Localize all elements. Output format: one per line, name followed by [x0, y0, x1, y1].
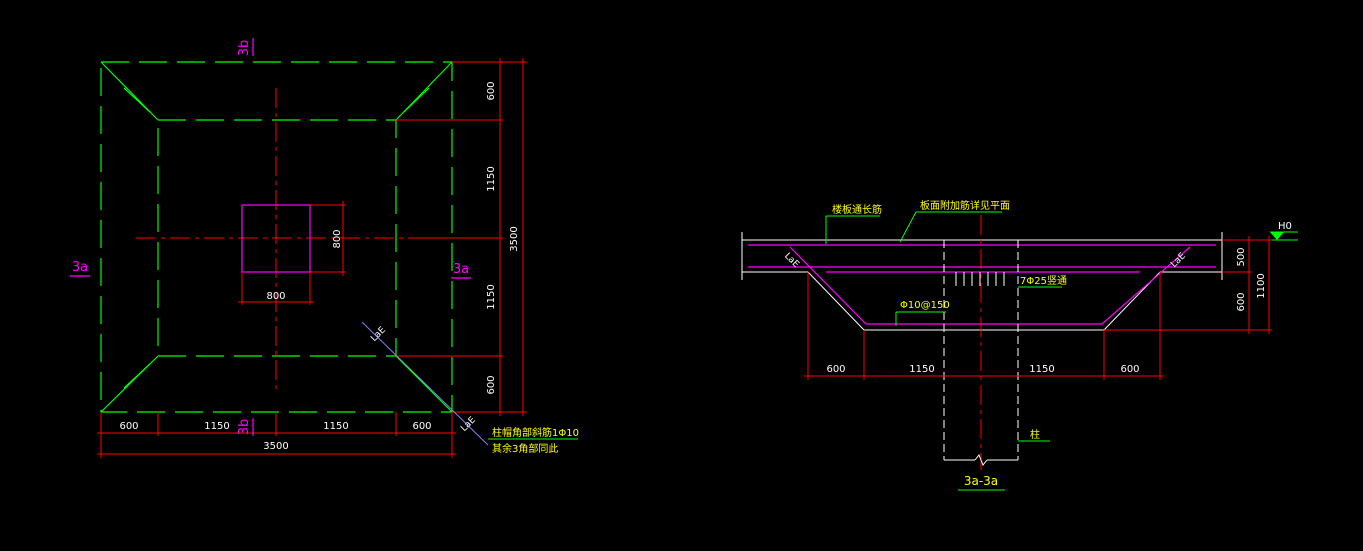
plan-diagonal-leader: [361, 321, 489, 446]
section-dim-right-1: 500: [1236, 247, 1247, 266]
section-dim-bottom-1: 600: [826, 364, 845, 375]
plan-section-right: 3a: [453, 262, 469, 277]
section-dim-bottom-4: 600: [1120, 364, 1139, 375]
section-dim-bottom-3: 1150: [1029, 364, 1054, 375]
plan-section-top: 3b: [237, 40, 252, 57]
plan-view: 800 800 600 1150 1150 600 3500 600 1150 …: [70, 38, 579, 458]
section-title: 3a-3a: [964, 474, 998, 488]
section-label-top-rebar: 板面附加筋详见平面: [920, 199, 1010, 212]
plan-note-line-2: 其余3角部同此: [492, 442, 558, 455]
section-label-h0: H0: [1278, 221, 1292, 232]
plan-dim-right-4: 600: [486, 375, 497, 394]
plan-section-left: 3a: [72, 260, 88, 275]
section-dim-right-2: 600: [1236, 292, 1247, 311]
section-view: 楼板通长筋 板面附加筋详见平面 H0 7Φ25竖通 Φ10@150 LaE La…: [741, 199, 1298, 491]
section-label-stirrup: Φ10@150: [900, 300, 950, 311]
plan-dim-bottom-total: 3500: [263, 441, 288, 452]
plan-dim-bottom-3: 1150: [323, 421, 348, 432]
plan-column-width: 800: [266, 291, 285, 302]
section-label-column: 柱: [1030, 428, 1040, 441]
plan-dim-bottom-4: 600: [412, 421, 431, 432]
plan-column-height: 800: [332, 229, 343, 248]
plan-note-line-1: 柱帽角部斜筋1Φ10: [492, 426, 579, 439]
plan-diag-label-1: LaE: [369, 325, 388, 344]
section-dim-bottom-2: 1150: [909, 364, 934, 375]
section-label-bottom-rebar: 楼板通长筋: [832, 203, 882, 216]
plan-dim-right-3: 1150: [486, 284, 497, 309]
plan-dim-bottom-2: 1150: [204, 421, 229, 432]
plan-diag-label-2: LaE: [459, 415, 478, 434]
plan-dim-right-2: 1150: [486, 166, 497, 191]
plan-inner-outline: [157, 119, 397, 357]
plan-section-bottom: 3b: [237, 419, 252, 436]
section-dim-right-total: 1100: [1256, 273, 1267, 298]
section-capital-outline: [807, 271, 1161, 331]
plan-dim-bottom-1: 600: [119, 421, 138, 432]
plan-corner-bar-bl: [123, 363, 151, 389]
plan-corner-bar-tl: [123, 87, 151, 113]
plan-dim-right-total: 3500: [509, 226, 520, 251]
plan-corner-bar-tr: [403, 87, 430, 113]
section-label-vertical-bars: 7Φ25竖通: [1020, 275, 1067, 287]
plan-dim-right-1: 600: [486, 81, 497, 100]
plan-column: [241, 204, 311, 273]
